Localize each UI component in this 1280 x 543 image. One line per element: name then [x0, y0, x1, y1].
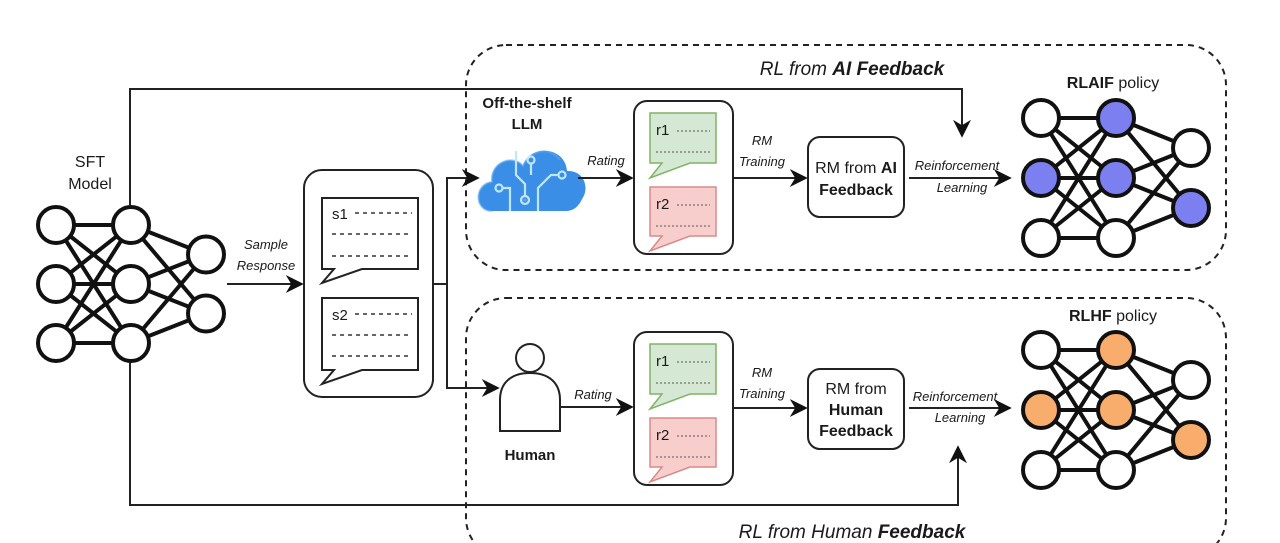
- rm-ai-box-line-2: Feedback: [819, 182, 893, 199]
- sample-s2-label: s2: [332, 307, 348, 324]
- rlhf-rm-training-label-1: RM: [752, 365, 772, 380]
- rlhf-rl-label-1: Reinforcement: [913, 389, 999, 404]
- rm-from-ai-feedback-box: [807, 136, 905, 218]
- rm-ai-box-line-1: RM from AI: [815, 160, 897, 177]
- network-node-trained: [1096, 330, 1136, 370]
- rlaif-r1-label: r1: [656, 122, 669, 139]
- sample-s2-bubble: s2: [318, 297, 419, 387]
- cloud-circuit-icon: [477, 150, 586, 212]
- network-node: [111, 323, 151, 363]
- rlhf-rating-r2: r2: [647, 417, 717, 484]
- samples-to-human-arrow: [446, 284, 500, 397]
- sft-to-rlaif-connector: [129, 88, 971, 205]
- speech-bubble-icon: [647, 112, 717, 180]
- rlhf-r2-label: r2: [656, 427, 669, 444]
- network-node-trained: [1096, 98, 1136, 138]
- rlhf-rating-label: Rating: [574, 387, 612, 402]
- network-node: [1021, 450, 1061, 490]
- network-node: [36, 264, 76, 304]
- person-icon: [499, 343, 561, 432]
- rm-human-box-line-1: RM from: [825, 381, 886, 398]
- sample-s1-label: s1: [332, 206, 348, 223]
- rlaif-rating-r1: r1: [647, 112, 717, 180]
- rlaif-policy-label: RLAIF policy: [1067, 75, 1159, 92]
- rlhf-policy-network-icon: [1021, 330, 1211, 490]
- rlhf-policy-label: RLHF policy: [1069, 308, 1157, 325]
- speech-bubble-icon: [318, 197, 419, 286]
- sft-to-rlhf-connector: [129, 355, 967, 506]
- rlaif-rl-label-2: Learning: [937, 180, 988, 195]
- network-node: [36, 205, 76, 245]
- rlaif-rating-r2: r2: [647, 186, 717, 253]
- network-node: [1096, 450, 1136, 490]
- sft-model-label-2: Model: [68, 176, 112, 193]
- sample-label-2: Response: [237, 258, 296, 273]
- samples-to-llm-arrow: [446, 169, 480, 284]
- rlhf-rating-r1: r1: [647, 343, 717, 411]
- sample-label-1: Sample: [244, 237, 288, 252]
- network-node: [1021, 98, 1061, 138]
- speech-bubble-icon: [647, 343, 717, 411]
- rlaif-policy-network-icon: [1021, 98, 1211, 258]
- rlaif-r2-label: r2: [656, 196, 669, 213]
- sft-model-network-icon: [36, 205, 226, 363]
- rlaif-rl-label-1: Reinforcement: [915, 158, 1001, 173]
- speech-bubble-icon: [318, 297, 419, 387]
- sample-s1-bubble: s1: [318, 197, 419, 286]
- network-edge: [1039, 348, 1118, 472]
- network-node-trained: [1021, 390, 1061, 430]
- network-edge: [54, 223, 133, 345]
- rm-human-box-line-2: Human: [829, 402, 883, 419]
- rlaif-title: RL from AI Feedback: [760, 59, 946, 80]
- network-node: [1096, 218, 1136, 258]
- rm-from-human-feedback-box: [807, 368, 905, 450]
- network-edge: [1039, 116, 1118, 240]
- network-node-trained: [1096, 158, 1136, 198]
- network-node: [1171, 128, 1211, 168]
- rlaif-rm-training-label-1: RM: [752, 133, 772, 148]
- network-node: [111, 205, 151, 245]
- network-node-trained: [1171, 188, 1211, 228]
- rlaif-group-box: [465, 44, 1227, 271]
- network-node-trained: [1096, 390, 1136, 430]
- network-node: [186, 293, 226, 334]
- speech-bubble-icon: [647, 417, 717, 484]
- network-node: [186, 234, 226, 275]
- network-node-trained: [1171, 420, 1211, 460]
- network-node: [111, 264, 151, 304]
- rlaif-rm-training-label-2: Training: [739, 154, 786, 169]
- rlhf-group-box: [465, 297, 1227, 543]
- llm-label-2: LLM: [512, 116, 543, 133]
- human-label: Human: [505, 447, 556, 464]
- rlaif-rating-label: Rating: [587, 153, 625, 168]
- rlhf-title: RL from Human Feedback: [739, 522, 967, 543]
- rlhf-r1-label: r1: [656, 353, 669, 370]
- network-node: [1171, 360, 1211, 400]
- network-node: [36, 323, 76, 363]
- rlhf-rl-label-2: Learning: [935, 410, 986, 425]
- network-node-trained: [1021, 158, 1061, 198]
- network-node: [1021, 218, 1061, 258]
- llm-label-1: Off-the-shelf: [482, 95, 572, 112]
- rlhf-rm-training-label-2: Training: [739, 386, 786, 401]
- network-node: [1021, 330, 1061, 370]
- rm-human-box-line-3: Feedback: [819, 423, 893, 440]
- sft-model-label-1: SFT: [75, 154, 105, 171]
- speech-bubble-icon: [647, 186, 717, 253]
